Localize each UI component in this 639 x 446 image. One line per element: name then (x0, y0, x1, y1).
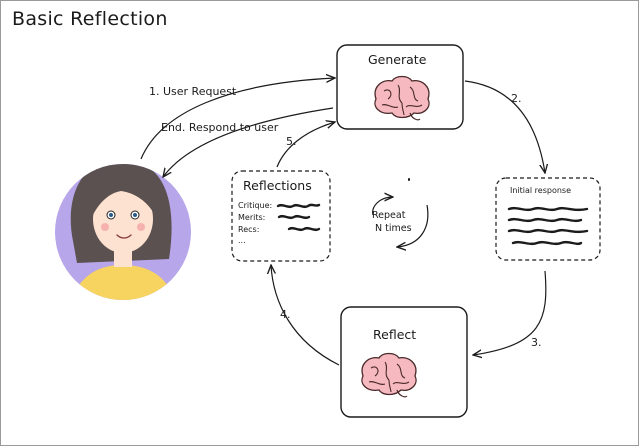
edge-step-3 (473, 270, 547, 355)
edge-step-5 (276, 122, 335, 168)
user-avatar (55, 164, 191, 300)
initial-response-label: Initial response (510, 186, 572, 195)
loop-label-line2: N times (375, 223, 412, 234)
edge-label-4: 4. (280, 308, 291, 321)
reflections-row-more: ... (238, 236, 246, 245)
reflect-label: Reflect (373, 327, 417, 342)
edge-label-user-request: 1. User Request (149, 85, 237, 98)
reflection-scribbles (276, 203, 321, 232)
reflections-row-critique: Critique: (238, 201, 273, 210)
edge-step-2 (464, 80, 545, 173)
edge-step-4 (271, 265, 340, 366)
diagram-title: Basic Reflection (12, 8, 168, 30)
response-scribbles (507, 206, 589, 246)
reflections-label: Reflections (243, 178, 312, 193)
reflections-row-recs: Recs: (238, 225, 260, 234)
edge-label-end: End. Respond to user (161, 121, 279, 134)
edge-label-3: 3. (531, 336, 542, 349)
edge-end (163, 107, 334, 177)
loop-arrows-icon (372, 178, 429, 247)
brain-icon (374, 75, 430, 121)
edge-user-request (140, 78, 335, 160)
brain-icon (361, 352, 417, 398)
initial-response-box (495, 177, 601, 261)
edge-label-5: 5. (286, 135, 297, 148)
generate-label: Generate (368, 52, 427, 67)
reflections-row-merits: Merits: (238, 213, 266, 222)
loop-label-line1: Repeat (372, 210, 406, 221)
edge-label-2: 2. (511, 92, 522, 105)
